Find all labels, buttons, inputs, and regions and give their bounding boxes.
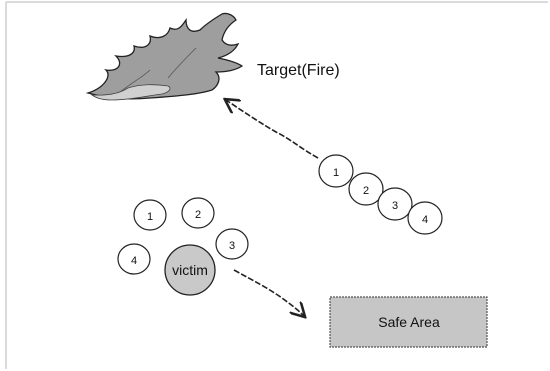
left-node-4: 4 bbox=[117, 243, 151, 275]
arrow-to-safe-area bbox=[233, 269, 304, 316]
right-node-2: 2 bbox=[348, 172, 384, 206]
left-node-1-label: 1 bbox=[147, 211, 153, 223]
right-node-3-label: 3 bbox=[392, 200, 398, 212]
left-node-2: 2 bbox=[181, 197, 215, 229]
right-node-4-label: 4 bbox=[422, 214, 428, 226]
right-node-2-label: 2 bbox=[363, 185, 369, 197]
left-group: 1 2 3 4 bbox=[117, 197, 249, 275]
right-node-1-label: 1 bbox=[333, 167, 339, 179]
fire-icon bbox=[85, 12, 244, 101]
arrow-to-target bbox=[226, 100, 319, 159]
left-node-1: 1 bbox=[133, 199, 167, 231]
safe-area: Safe Area bbox=[329, 296, 488, 348]
right-node-3: 3 bbox=[377, 187, 413, 221]
right-group: 1 2 3 4 bbox=[318, 154, 443, 235]
target-label: Target(Fire) bbox=[257, 62, 340, 79]
left-node-4-label: 4 bbox=[131, 255, 137, 267]
right-node-4: 4 bbox=[407, 201, 443, 235]
left-node-3-label: 3 bbox=[229, 240, 235, 252]
left-node-3: 3 bbox=[215, 228, 249, 260]
right-node-1: 1 bbox=[318, 154, 354, 188]
safe-area-label: Safe Area bbox=[378, 314, 440, 330]
left-node-2-label: 2 bbox=[195, 209, 201, 221]
victim-node: victim bbox=[164, 244, 216, 296]
victim-label: victim bbox=[172, 262, 208, 278]
